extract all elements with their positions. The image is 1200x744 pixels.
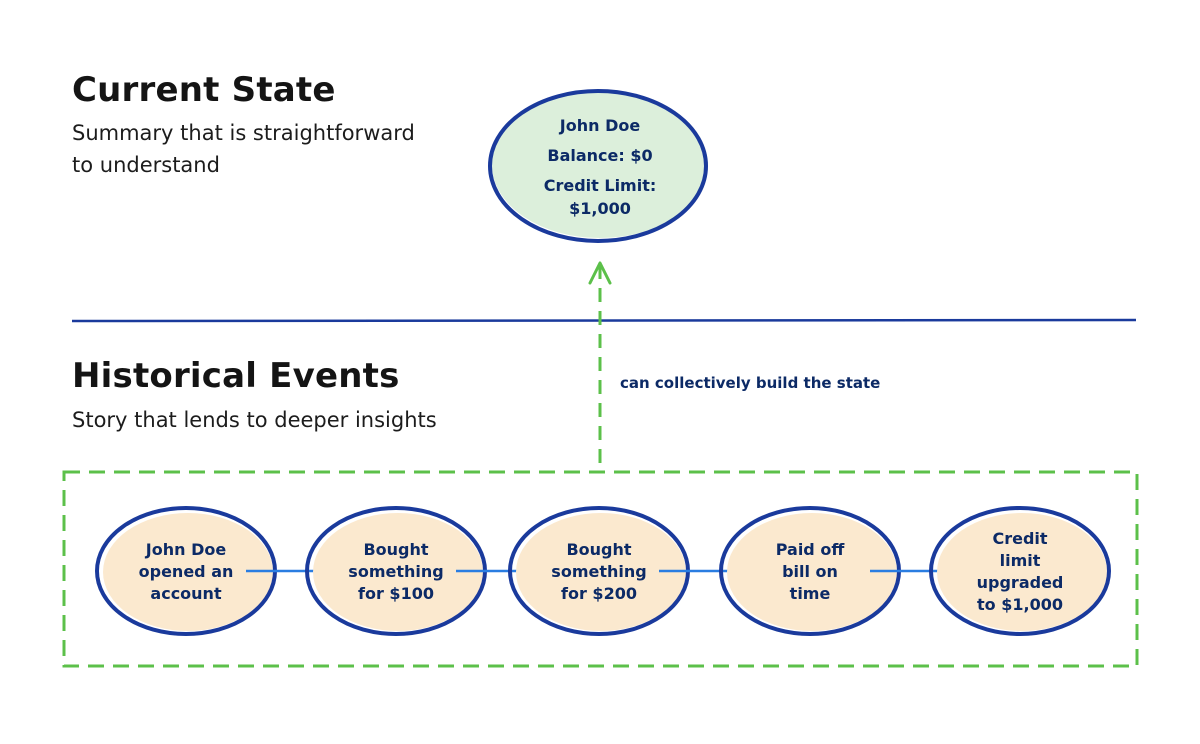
event-label-line: for $200: [561, 584, 637, 603]
event-label-line: something: [551, 562, 646, 581]
historical-events-subtitle: Story that lends to deeper insights: [72, 408, 437, 432]
current-state-node: John Doe Balance: $0 Credit Limit: $1,00…: [488, 89, 708, 243]
event-node-fill: [313, 513, 483, 631]
current-state-subtitle: Summary that is straightforward to under…: [72, 117, 472, 181]
build-state-annotation: can collectively build the state: [620, 374, 880, 392]
event-label-line: opened an: [139, 562, 234, 581]
event-node-outline: [929, 506, 1111, 636]
current-state-node-fill: [492, 92, 708, 238]
event-label-line: something: [348, 562, 443, 581]
event-label-line: Credit: [992, 529, 1047, 548]
current-state-line-balance: Balance: $0: [547, 146, 652, 165]
current-state-subtitle-line-1: Summary that is straightforward: [72, 121, 415, 145]
event-label-line: for $100: [358, 584, 434, 603]
event-label-line: Paid off: [776, 540, 846, 559]
events-container: [62, 470, 1139, 668]
event-node-fill: [516, 513, 686, 631]
current-state-node-outline: [488, 89, 708, 243]
current-state-line-credit-value: $1,000: [569, 199, 631, 218]
build-state-arrowhead: [588, 261, 612, 285]
event-label-line: Bought: [566, 540, 631, 559]
section-divider: [71, 318, 1137, 323]
event-label-line: account: [150, 584, 222, 603]
event-node-fill: [727, 513, 897, 631]
current-state-subtitle-line-2: to understand: [72, 153, 220, 177]
event-node-fill: [937, 513, 1107, 631]
events-row: John Doe opened an account Bought something f…: [95, 506, 1111, 636]
historical-events-title: Historical Events: [72, 356, 400, 396]
current-state-line-name: John Doe: [559, 116, 641, 135]
current-state-title: Current State: [72, 70, 336, 110]
event-label-line: upgraded: [977, 573, 1064, 592]
event-label-line: to $1,000: [977, 595, 1063, 614]
event-node-fill: [103, 513, 273, 631]
event-label-line: Bought: [363, 540, 428, 559]
event-label-line: John Doe: [145, 540, 227, 559]
event-node: Credit limit upgraded to $1,000: [929, 506, 1111, 636]
event-node: Bought something for $100: [305, 506, 487, 636]
event-label-line: time: [790, 584, 831, 603]
current-state-line-credit-label: Credit Limit:: [544, 176, 657, 195]
event-node: Paid off bill on time: [719, 506, 901, 636]
event-label-line: limit: [1000, 551, 1041, 570]
event-label-line: bill on: [782, 562, 838, 581]
